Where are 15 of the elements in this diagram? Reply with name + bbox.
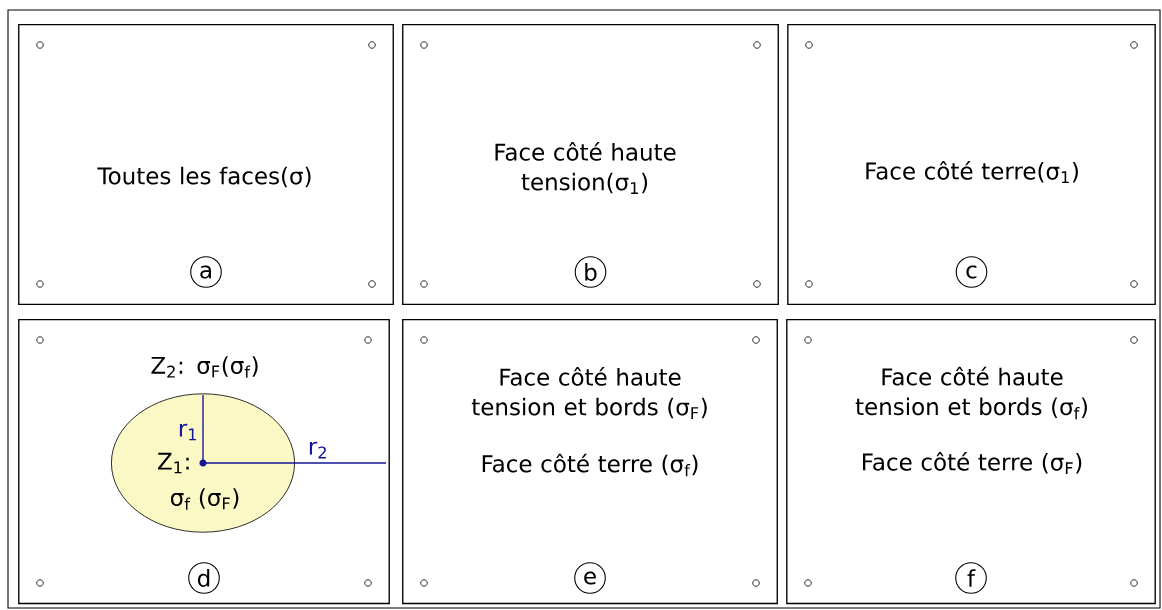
description-text: Face côté haute tension et bords (σ$_{F}$)	[471, 367, 707, 419]
circled-letter: a	[190, 256, 222, 288]
description-text: Face côté terre(σ$_{1}$)	[866, 160, 1078, 184]
circled-letter: e	[574, 562, 606, 594]
description-text: Face côté terre (σ$_{F}$)	[863, 452, 1082, 475]
circled-letter: c	[955, 256, 988, 288]
description-text: Face côté terre (σ$_{f}$)	[482, 453, 698, 477]
description-text: Z$_{2}$: σ$_{F}$(σ$_{f}$)	[151, 356, 258, 378]
description-text: Toutes les faces(σ)	[97, 166, 311, 188]
description-text: Face côté haute tension et bords (σ$_{f}$)	[855, 366, 1087, 420]
circled-letter: d	[188, 562, 220, 594]
description-text: Face côté haute tension(σ$_{1}$)	[495, 142, 676, 194]
radius-label: r$_{1}$	[179, 423, 197, 441]
circled-letter: b	[574, 256, 607, 288]
circled-letter: f	[955, 562, 987, 594]
